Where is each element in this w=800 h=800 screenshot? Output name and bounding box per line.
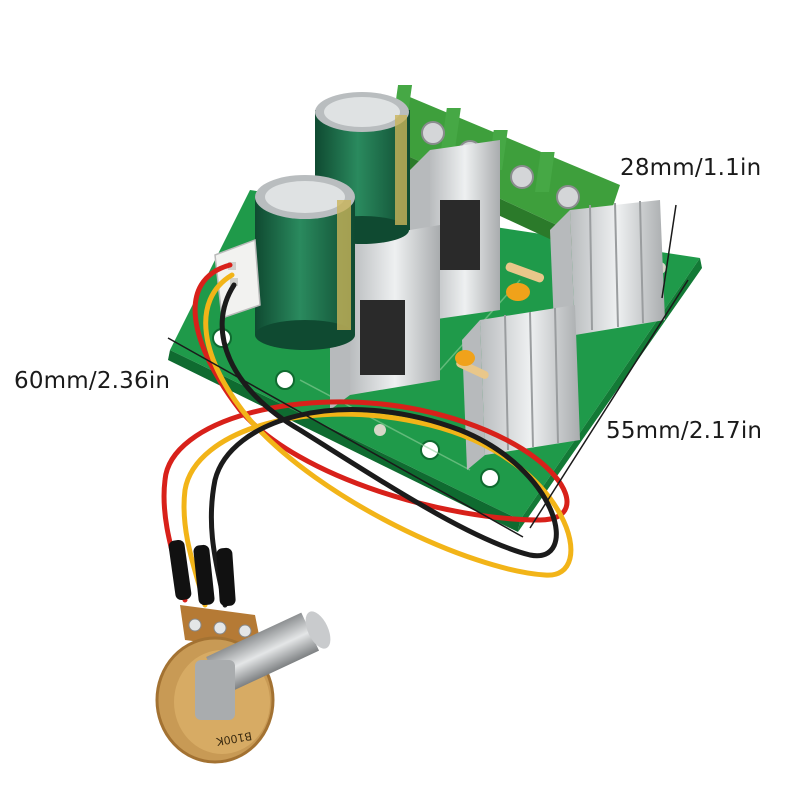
capacitor-front [255, 175, 355, 350]
dimension-lines [167, 204, 689, 538]
capacitor-back [315, 92, 410, 244]
wire-bundle [161, 262, 574, 608]
width-dimension-line [529, 279, 689, 529]
potentiometer: B100K [155, 605, 331, 764]
heat-shrink [168, 539, 236, 607]
terminal-screw [421, 121, 445, 145]
wire-black [208, 282, 559, 608]
length-dimension-line [167, 337, 524, 538]
mount-hole [480, 468, 500, 488]
height-dimension-line [661, 204, 677, 299]
resistors [455, 262, 545, 379]
white-connector [214, 238, 261, 320]
terminal-screw [510, 165, 534, 189]
height-dimension-label: 28mm/1.1in [620, 155, 762, 181]
wire-yellow [181, 272, 574, 608]
terminal-screw [556, 185, 580, 209]
pot-marking: B100K [215, 729, 253, 748]
mount-hole [275, 370, 295, 390]
width-dimension-label: 55mm/2.17in [606, 418, 763, 444]
solder-pad [374, 424, 386, 436]
length-dimension-label: 60mm/2.36in [14, 368, 171, 394]
mount-hole [420, 440, 440, 460]
